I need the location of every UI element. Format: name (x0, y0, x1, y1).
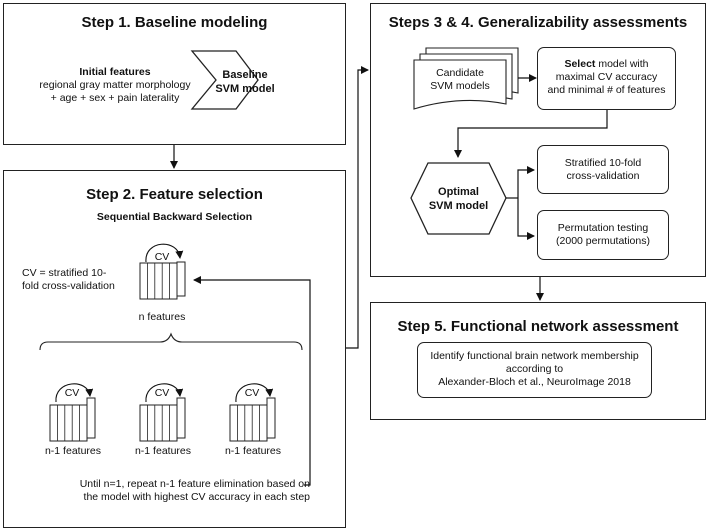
n1-features-label-2: n-1 features (134, 445, 192, 457)
arrow-step2-step34 (346, 66, 369, 349)
step2-subtitle: Sequential Backward Selection (96, 211, 253, 223)
loop-text-line1: Until n=1, repeat n-1 feature eliminatio… (79, 478, 310, 490)
cv-definition-line1: CV = stratified 10- (22, 267, 107, 279)
cv-label-2: CV (154, 387, 170, 399)
n1-features-label-1: n-1 features (44, 445, 102, 457)
baseline-model-line2: SVM model (215, 83, 275, 95)
step5-line3: Alexander-Bloch et al., NeuroImage 2018 (438, 376, 631, 388)
step1-panel (3, 3, 346, 145)
select-model-box (537, 47, 676, 110)
stratified-cv-box (537, 145, 669, 194)
step5-line1: Identify functional brain network member… (430, 350, 639, 362)
optimal-line1: Optimal (438, 186, 479, 198)
permutation-line2: (2000 permutations) (556, 235, 650, 247)
select-line3: and minimal # of features (547, 84, 666, 96)
select-rest: model with (595, 58, 649, 70)
n1-features-label-3: n-1 features (224, 445, 282, 457)
select-keyword: Select (564, 58, 596, 70)
optimal-line2: SVM model (428, 200, 489, 212)
cv-definition-line2: fold cross-validation (22, 280, 115, 292)
step5-line2: according to (505, 363, 564, 375)
network-assessment-box (417, 342, 652, 398)
stratified-line1: Stratified 10-fold (564, 157, 642, 169)
step1-title: Step 1. Baseline modeling (81, 14, 268, 31)
step34-title: Steps 3 & 4. Generalizability assessment… (388, 14, 688, 31)
cv-label-top: CV (154, 251, 170, 263)
cv-label-3: CV (244, 387, 260, 399)
initial-features-line2: + age + sex + pain laterality (50, 92, 180, 104)
baseline-model-line1: Baseline (222, 69, 268, 81)
cv-label-1: CV (64, 387, 80, 399)
stratified-line2: cross-validation (566, 170, 640, 182)
initial-features-line1: regional gray matter morphology (39, 79, 191, 91)
candidate-line1: Candidate (436, 67, 484, 79)
permutation-line1: Permutation testing (557, 222, 649, 234)
loop-text-line2: the model with highest CV accuracy in ea… (83, 491, 310, 503)
permutation-box (537, 210, 669, 260)
n-features-label: n features (138, 311, 186, 323)
step5-title: Step 5. Functional network assessment (397, 318, 679, 335)
step2-title: Step 2. Feature selection (86, 186, 263, 203)
select-line1: Select model with (537, 58, 676, 71)
select-line2: maximal CV accuracy (555, 71, 658, 83)
candidate-line2: SVM models (430, 80, 490, 92)
initial-features-heading: Initial features (79, 66, 151, 78)
